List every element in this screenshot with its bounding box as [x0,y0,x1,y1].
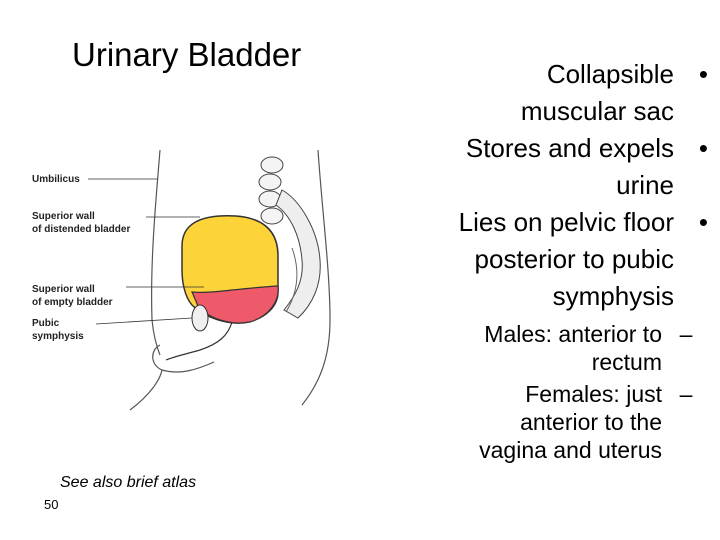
bullet-item: Lies on pelvic floor posterior to pubic … [388,204,708,315]
page-number: 50 [44,497,59,512]
label-pubic-line1: Pubic [32,318,60,329]
label-empty-wall-line2: of empty bladder [32,297,113,308]
label-distended-wall-line2: of distended bladder [32,224,130,235]
external-genitalia-outline [129,344,215,411]
bullet-list: Collapsible muscular sac • Stores and ex… [388,56,708,315]
bullet-marker: • [698,207,708,237]
sacrum-outline [275,189,321,319]
sub-bullet-marker: – [679,321,693,347]
bullet-marker: • [698,133,708,163]
label-pubic-line2: symphysis [32,331,84,342]
bullet-item: Stores and expels urine • [388,130,708,204]
sub-bullet-marker: – [679,381,693,407]
bullet-marker: • [698,59,708,89]
pubic-symphysis [191,304,209,332]
posterior-wall-outline [301,149,331,406]
leader-lines [88,178,204,325]
label-umbilicus: Umbilicus [32,174,80,185]
atlas-note: See also brief atlas [60,474,197,491]
label-distended-wall-line1: Superior wall [32,211,95,222]
sub-bullet-item: Males: anterior to rectum – [420,320,710,376]
slide-title: Urinary Bladder [72,36,302,73]
urethra [165,321,233,361]
bullet-text: Collapsible muscular sac [520,59,674,126]
bullet-text: Lies on pelvic floor posterior to pubic … [458,207,674,311]
empty-bladder [191,285,279,324]
vertebral-column [258,156,284,225]
label-empty-wall-line1: Superior wall [32,284,95,295]
sub-bullet-text: Males: anterior to rectum [484,321,662,375]
bullet-text: Stores and expels urine [465,133,674,200]
rectum-outline [285,247,298,313]
abdominal-wall-outline [151,149,161,356]
sub-bullet-text: Females: just anterior to the vagina and… [479,381,662,463]
sub-bullet-item: Females: just anterior to the vagina and… [420,380,710,464]
bullet-item: Collapsible muscular sac • [388,56,708,130]
sub-bullet-list: Males: anterior to rectum – Females: jus… [420,320,710,468]
